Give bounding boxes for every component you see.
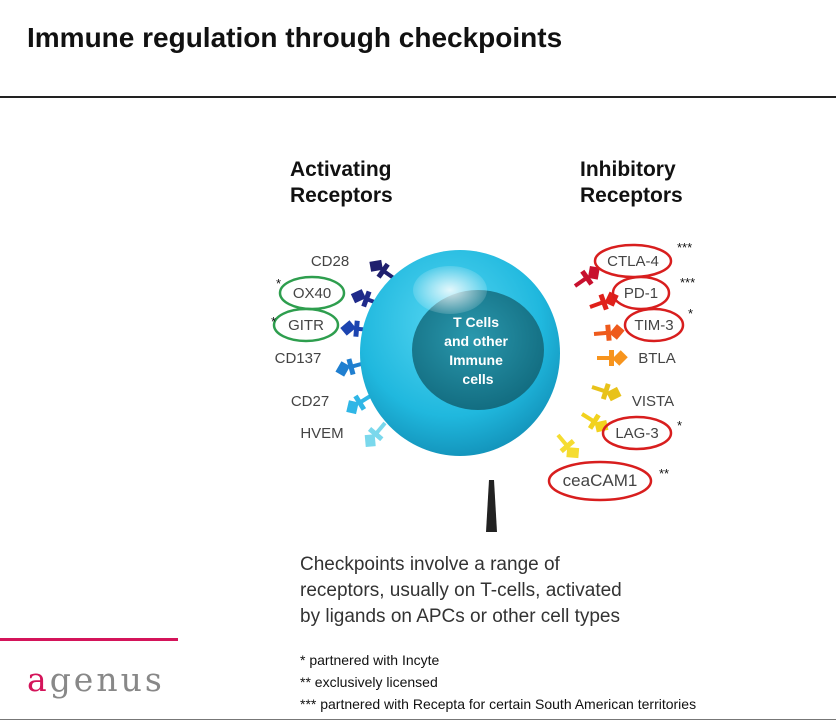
tim-3-highlight-circle (623, 307, 685, 343)
cell-highlight (413, 266, 487, 314)
receptor-label-gitr: GITR (288, 317, 324, 334)
inhibitory-receptors-heading: Inhibitory Receptors (580, 158, 683, 207)
cell-label: T Cells and other Immune cells (444, 314, 512, 387)
receptor-ctla-4-glyph (573, 266, 600, 288)
title-divider (0, 96, 836, 98)
cell-label-line-1: T Cells (453, 314, 499, 330)
ceacam1-highlight-circle (547, 460, 653, 502)
receptor-label-cd28: CD28 (311, 253, 349, 270)
receptor-hvem-glyph (364, 421, 387, 448)
receptor-btla-glyph (597, 350, 628, 366)
receptor-pd-1-glyph (589, 291, 619, 311)
footnote-2: ** exclusively licensed (300, 674, 438, 690)
receptor-ceacam1-glyph (556, 433, 580, 459)
gitr-highlight-circle (272, 307, 340, 343)
receptor-label-tim-3: TIM-3 (634, 317, 673, 334)
activating-receptors-heading: Activating Receptors (290, 158, 393, 207)
receptor-lag-3-star: * (677, 418, 682, 433)
cell-label-line-3: Immune (449, 352, 503, 368)
receptor-tim-3-star: * (688, 306, 693, 321)
receptor-ox40-star: * (276, 276, 281, 291)
receptor-label-hvem: HVEM (300, 425, 343, 442)
footnotes: * partnered with Incyte ** exclusively l… (300, 649, 696, 715)
logo-wordmark: genus (49, 660, 165, 699)
cell-label-line-4: cells (462, 371, 493, 387)
callout-pointer (486, 480, 497, 532)
receptor-tim-3-glyph (593, 324, 625, 341)
agenus-logo: agenus (27, 660, 165, 699)
receptor-vista-glyph (591, 383, 622, 402)
lag-3-highlight-circle (601, 415, 673, 451)
receptor-pd-1-star: *** (680, 275, 695, 290)
cell-nucleus (412, 290, 544, 410)
cell-label-line-2: and other (444, 333, 508, 349)
receptor-label-ox40: OX40 (293, 285, 331, 302)
receptor-cd28-glyph (369, 259, 397, 281)
receptor-cd27-glyph (346, 393, 374, 415)
receptor-label-lag-3: LAG-3 (615, 425, 658, 442)
pd-1-highlight-circle (611, 275, 671, 311)
receptor-label-cd137: CD137 (275, 350, 322, 367)
caption-text: Checkpoints involve a range of receptors… (300, 554, 622, 627)
receptor-label-cd27: CD27 (291, 393, 329, 410)
receptor-label-vista: VISTA (632, 393, 674, 410)
logo-accent-letter: a (27, 660, 50, 699)
receptor-gitr-star: * (271, 314, 276, 329)
footnote-3: *** partnered with Recepta for certain S… (300, 696, 697, 712)
receptor-label-ceacam1: ceaCAM1 (563, 471, 638, 490)
receptor-ceacam1-star: ** (659, 466, 669, 481)
receptor-label-btla: BTLA (638, 350, 676, 367)
brand-accent-bar (0, 638, 178, 641)
receptor-label-ctla-4: CTLA-4 (607, 253, 659, 270)
bottom-divider (0, 719, 836, 720)
footnote-1: * partnered with Incyte (300, 652, 440, 668)
receptor-lag-3-glyph (580, 412, 609, 433)
receptor-ctla-4-star: *** (677, 240, 692, 255)
page-title: Immune regulation through checkpoints (27, 22, 563, 53)
receptor-label-pd-1: PD-1 (624, 285, 658, 302)
